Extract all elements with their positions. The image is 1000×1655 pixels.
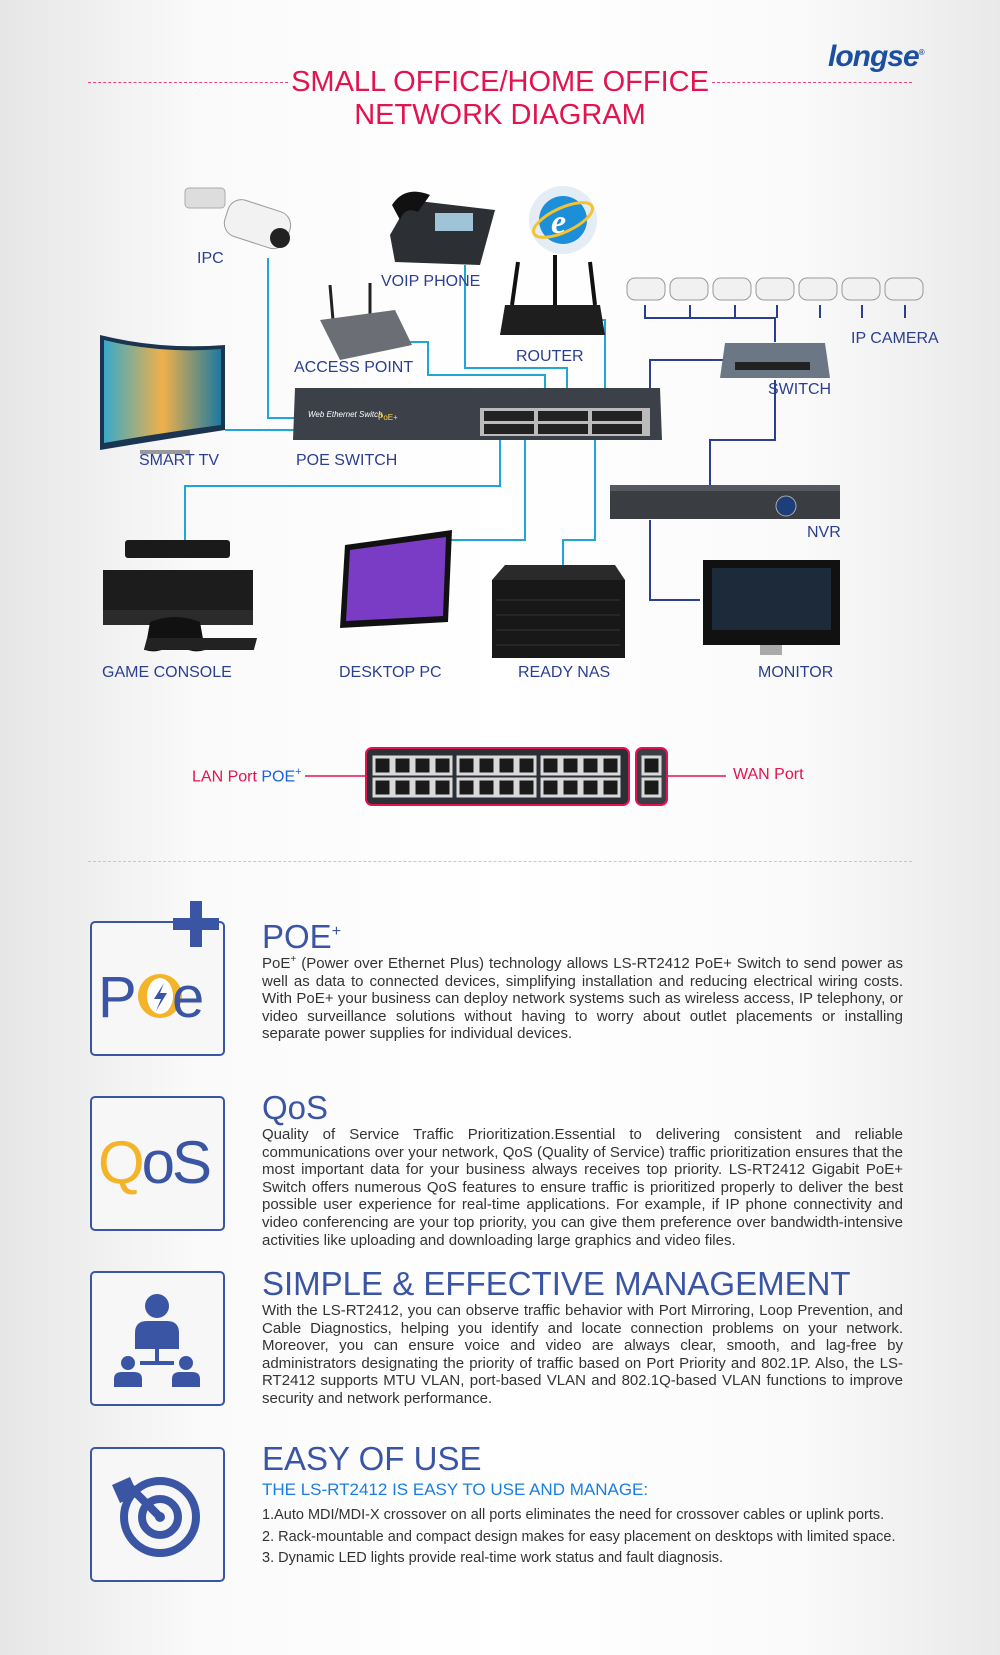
label-switch: SWITCH <box>768 381 832 398</box>
lan-port-label: LAN Port POE+ <box>192 766 302 786</box>
lan-port <box>456 777 477 798</box>
smart-tv-icon <box>100 335 225 454</box>
ipc-camera-icon <box>184 187 292 250</box>
wan-port <box>641 777 662 798</box>
list-item: 1.Auto MDI/MDI-X crossover on all ports … <box>262 1507 885 1523</box>
svg-text:P: P <box>98 965 137 1030</box>
poe-icon: P e <box>90 901 225 1056</box>
nvr-icon <box>610 485 840 519</box>
lan-port <box>372 777 393 798</box>
section-divider <box>88 861 912 862</box>
page-title-line2: NETWORK DIAGRAM <box>354 99 646 131</box>
target-icon <box>90 1447 225 1582</box>
access-point-icon <box>320 283 412 360</box>
game-console-icon <box>103 540 253 652</box>
ip-camera-row-icon <box>626 277 924 301</box>
lan-port <box>412 777 433 798</box>
poe-switch-icon <box>293 388 662 440</box>
lan-port <box>600 755 621 776</box>
lan-port <box>392 755 413 776</box>
lan-port <box>432 777 453 798</box>
section-body-management: With the LS-RT2412, you can observe traf… <box>262 1302 903 1407</box>
svg-text:e: e <box>172 965 204 1030</box>
label-access-point: ACCESS POINT <box>294 359 414 376</box>
qos-icon: QoS <box>90 1096 225 1231</box>
lan-port <box>496 777 517 798</box>
title-rule-left <box>88 82 288 83</box>
list-item: 2. Rack-mountable and compact design mak… <box>262 1528 896 1545</box>
title-rule-right <box>712 82 912 83</box>
lan-port <box>600 777 621 798</box>
label-monitor: MONITOR <box>758 664 834 681</box>
lan-port <box>516 755 537 776</box>
label-nvr: NVR <box>807 524 841 541</box>
section-body-qos: Quality of Service Traffic Prioritizatio… <box>262 1126 903 1249</box>
lan-port <box>476 777 497 798</box>
label-ready-nas: READY NAS <box>518 664 611 681</box>
monitor-icon <box>703 560 840 655</box>
lan-port <box>496 755 517 776</box>
label-game-console: GAME CONSOLE <box>102 664 232 681</box>
lan-port <box>580 777 601 798</box>
label-ip-camera: IP CAMERA <box>851 330 939 347</box>
section-title-management: SIMPLE & EFFECTIVE MANAGEMENT <box>262 1265 851 1302</box>
lan-port <box>560 755 581 776</box>
lan-port <box>560 777 581 798</box>
easy-of-use-list: 1.Auto MDI/MDI-X crossover on all ports … <box>262 1505 922 1570</box>
wan-port <box>641 755 662 776</box>
section-title-poe: POE+ <box>262 918 342 955</box>
section-title-easy-of-use: EASY OF USE <box>262 1440 482 1477</box>
label-desktop-pc: DESKTOP PC <box>339 664 442 681</box>
label-poe-switch: POE SWITCH <box>296 452 398 469</box>
section-body-poe: PoE+ (Power over Ethernet Plus) technolo… <box>262 954 903 1043</box>
label-voip-phone: VOIP PHONE <box>381 273 481 290</box>
network-diagram: e <box>100 186 924 806</box>
label-router: ROUTER <box>516 348 584 365</box>
label-smart-tv: SMART TV <box>139 452 220 469</box>
lan-port <box>412 755 433 776</box>
port-closeup <box>305 747 726 806</box>
lan-port <box>372 755 393 776</box>
switch-poe-badge: PoE+ <box>378 413 398 422</box>
switch-brand-label: Web Ethernet Switch <box>308 410 383 419</box>
section-title-qos: QoS <box>262 1089 329 1126</box>
internet-explorer-icon: e <box>529 186 597 254</box>
wan-port-label: WAN Port <box>733 766 804 783</box>
desktop-pc-icon <box>143 530 452 650</box>
page-title-line1: SMALL OFFICE/HOME OFFICE <box>291 66 709 98</box>
ready-nas-icon <box>492 565 625 658</box>
router-icon <box>500 255 605 335</box>
lan-port <box>392 777 413 798</box>
lan-port <box>540 755 561 776</box>
switch-icon <box>720 343 830 378</box>
longse-logo: longse® <box>828 40 925 73</box>
voip-phone-icon <box>390 191 495 265</box>
section-subtitle-easy-of-use: THE LS-RT2412 IS EASY TO USE AND MANAGE: <box>262 1480 649 1499</box>
management-icon <box>90 1271 225 1406</box>
lan-port <box>516 777 537 798</box>
lan-port <box>580 755 601 776</box>
label-ipc: IPC <box>197 250 224 267</box>
lan-port <box>456 755 477 776</box>
lan-port <box>476 755 497 776</box>
list-item: 3. Dynamic LED lights provide real-time … <box>262 1550 723 1566</box>
lan-port <box>540 777 561 798</box>
lan-port <box>432 755 453 776</box>
